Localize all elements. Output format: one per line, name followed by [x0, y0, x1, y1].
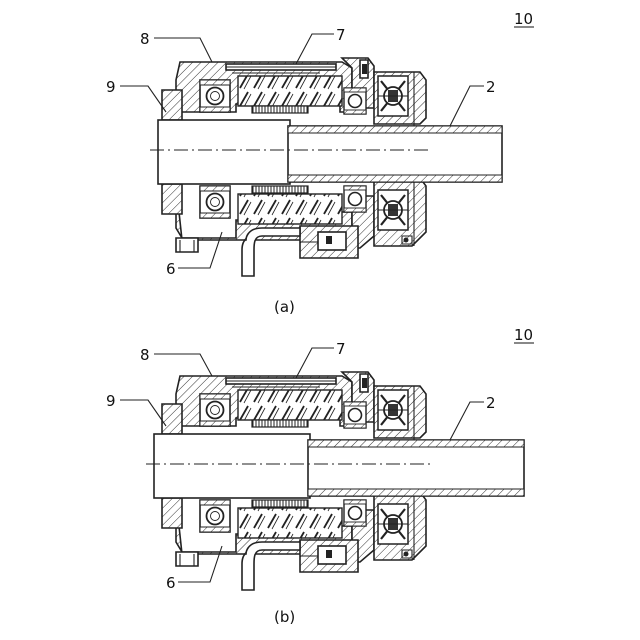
leader-8 [154, 38, 212, 62]
label-8: 8 [140, 30, 150, 48]
label-7: 7 [336, 340, 346, 358]
output-tube [288, 126, 502, 182]
caption-a: (a) [274, 298, 295, 316]
label-6: 6 [166, 574, 176, 592]
output-tube [308, 440, 524, 496]
label-6: 6 [166, 260, 176, 278]
leader-2 [450, 402, 484, 440]
leader-9 [120, 400, 166, 426]
label-8: 8 [140, 346, 150, 364]
main-shaft [158, 120, 290, 184]
figure-a: 10 8 7 9 2 6 (a) [106, 10, 534, 316]
leader-2 [450, 86, 484, 126]
label-9: 9 [106, 78, 116, 96]
caption-b: (b) [274, 608, 295, 626]
leader-8 [154, 354, 212, 376]
figure-b: 10 8 7 9 2 6 (b) [106, 326, 534, 626]
label-7: 7 [336, 26, 346, 44]
main-shaft [154, 434, 310, 498]
label-10: 10 [514, 326, 533, 344]
leader-7 [296, 34, 334, 64]
label-10: 10 [514, 10, 533, 28]
leader-9 [120, 86, 166, 112]
label-9: 9 [106, 392, 116, 410]
label-2: 2 [486, 78, 496, 96]
label-2: 2 [486, 394, 496, 412]
leader-7 [296, 348, 334, 378]
